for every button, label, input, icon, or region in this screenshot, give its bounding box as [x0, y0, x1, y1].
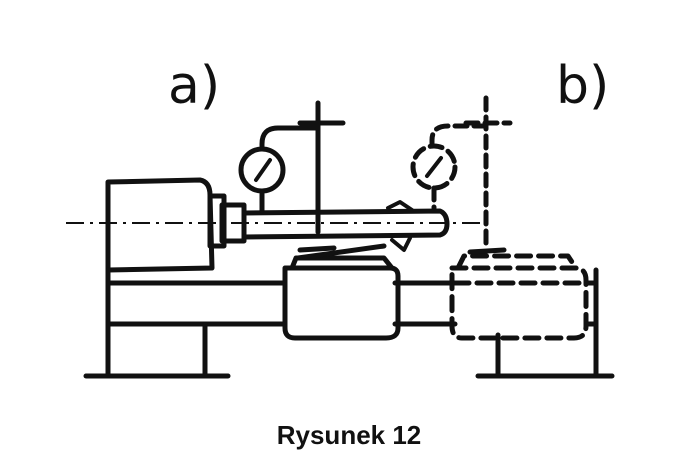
carriage-position-a	[285, 246, 398, 338]
carriage-position-b	[452, 256, 586, 338]
machine-bed	[108, 270, 596, 376]
indicator-supports	[300, 248, 504, 252]
dial-indicator-b	[413, 98, 510, 248]
headstock	[108, 180, 244, 270]
label-position-a: a)	[168, 56, 221, 116]
figure-caption: Rysunek 12	[276, 420, 422, 450]
dial-indicator-a	[241, 103, 343, 232]
lathe-alignment-diagram	[0, 0, 698, 420]
test-mandrel	[244, 202, 447, 250]
label-position-b: b)	[556, 56, 610, 116]
